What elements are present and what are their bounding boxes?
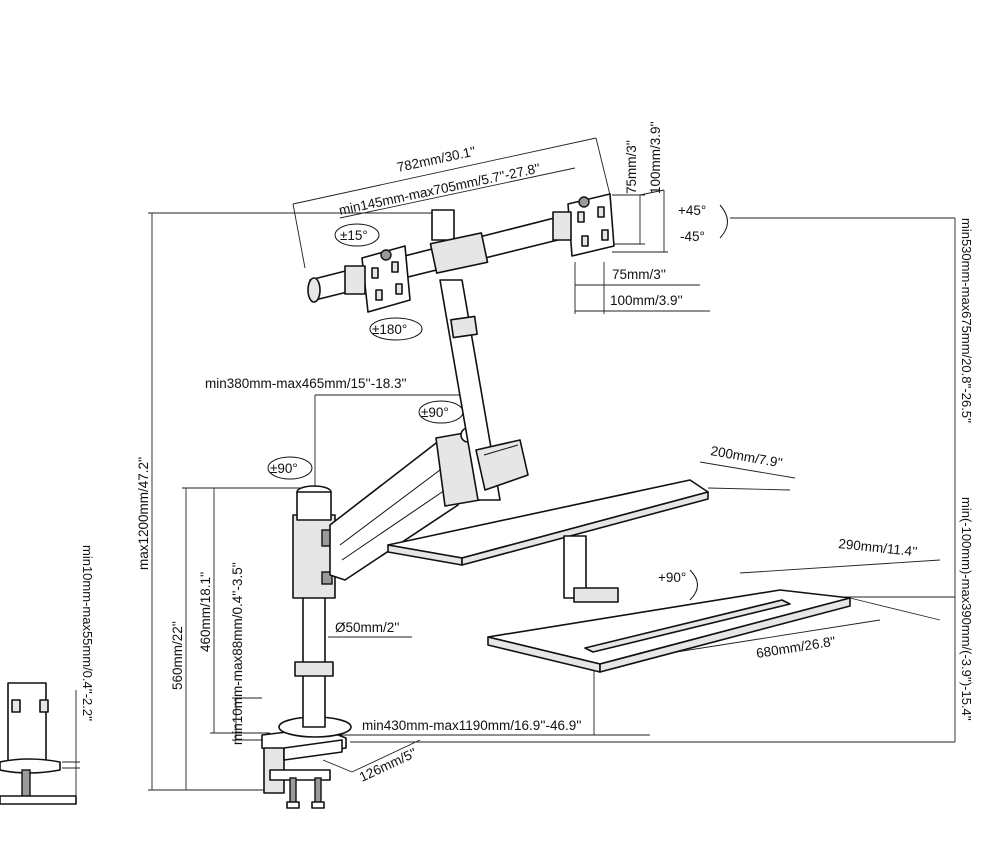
label-reach-430-1190: min430mm-max1190mm/16.9''-46.9'' (362, 718, 581, 733)
desk-clamp (261, 727, 347, 809)
rot-15-badge (334, 223, 380, 247)
label-height-530-675: min530mm-max675mm/20.8''-26.5'' (959, 218, 974, 423)
label-height-560: 560mm/22'' (170, 621, 185, 690)
rot-90-upper-badge (418, 400, 464, 424)
monitor-support-tray (387, 479, 709, 603)
label-desk-10-55: min10mm-max55mm/0.4''-2.2'' (80, 545, 95, 721)
label-vesa-100-horizontal: 100mm/3.9'' (610, 293, 683, 308)
label-height-max1200: max1200mm/47.2'' (136, 457, 151, 570)
label-pole-50: Ø50mm/2'' (335, 620, 399, 635)
label-rot-90-upper: ±90° (421, 405, 449, 420)
pole (278, 485, 352, 738)
vesa-plate-right (552, 193, 615, 257)
label-tray-200: 200mm/7.9'' (709, 443, 783, 470)
label-width-782: 782mm/30.1'' (396, 144, 478, 175)
rot-90-lower-badge (267, 456, 313, 480)
label-vesa-75-vertical: 75mm/3'' (624, 140, 639, 194)
label-vesa-100-vertical: 100mm/3.9'' (648, 121, 663, 194)
label-tilt-plus-45: +45° (678, 203, 706, 218)
label-kb-rot-90: +90° (658, 570, 686, 585)
label-vesa-75-horizontal: 75mm/3'' (612, 267, 666, 282)
dimension-lines (62, 137, 956, 800)
label-tilt-minus-45: -45° (680, 229, 705, 244)
label-height-460: 460mm/18.1'' (198, 572, 213, 652)
vesa-plate-left (344, 245, 411, 313)
label-rot-15: ±15° (340, 228, 368, 243)
label-kb-height: min(-100mm)-max390mm/(-3.9'')-15.4'' (959, 497, 974, 721)
label-rot-180: ±180° (372, 322, 407, 337)
kb-rotation-arc-icon (689, 569, 698, 601)
label-arm-380-465: min380mm-max465mm/15''-18.3'' (205, 376, 407, 391)
tilt-arc-icon (719, 204, 728, 239)
label-tray-290: 290mm/11.4'' (838, 536, 918, 559)
rotation-badges (267, 204, 728, 601)
label-range-10-88: min10mm-max88mm/0.4''-3.5'' (230, 562, 245, 745)
keyboard-tray (487, 589, 851, 673)
rot-180-badge (369, 317, 423, 341)
label-rot-90-lower: ±90° (270, 461, 298, 476)
clamp-detail-drawing (0, 682, 77, 805)
